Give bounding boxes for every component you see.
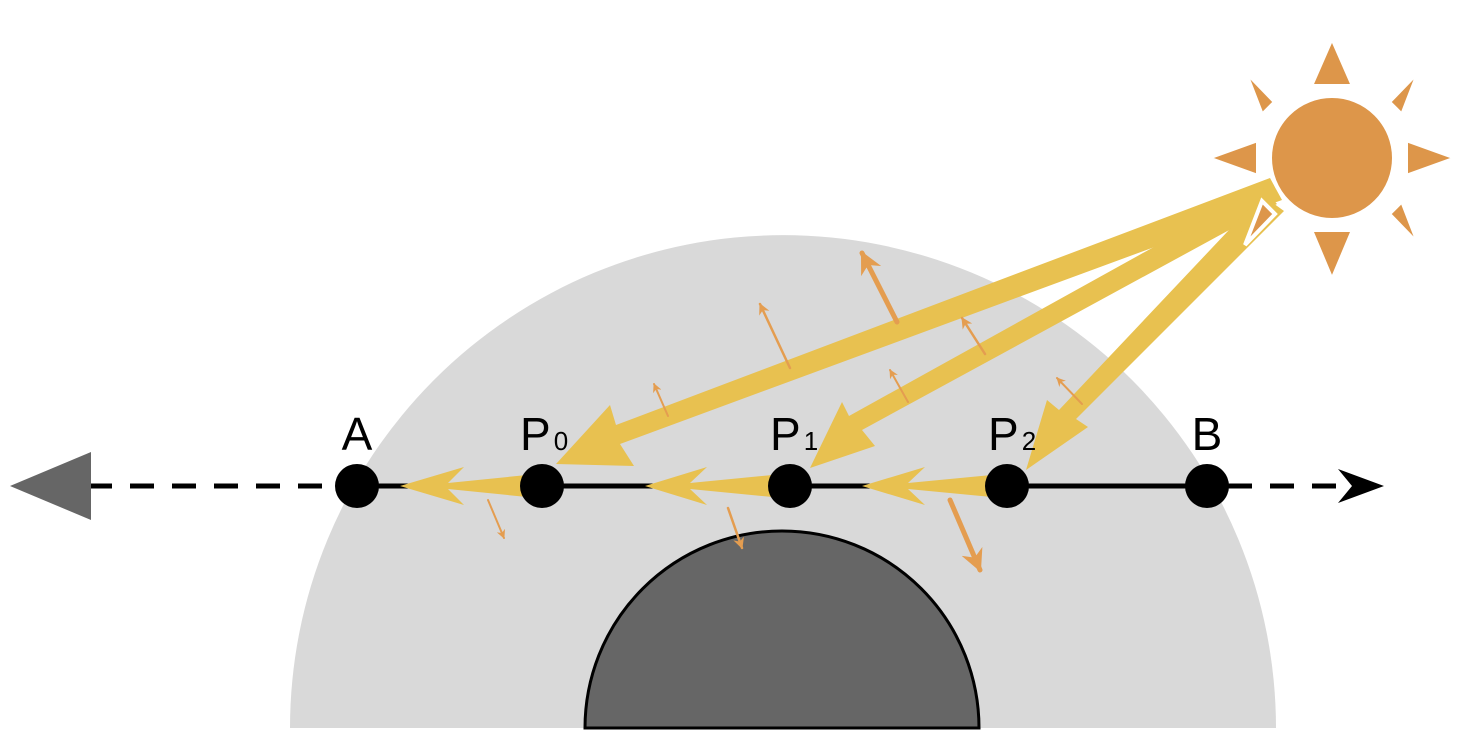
transmitted-light <box>400 467 1002 505</box>
point-a-marker <box>335 464 379 508</box>
point-p0-letter: P <box>520 408 551 460</box>
scatter-arrow <box>960 316 987 356</box>
scattered-light <box>487 250 1083 573</box>
sun-ray-to-p2 <box>1026 195 1284 470</box>
sun-ray-to-p0 <box>556 178 1282 466</box>
scatter-arrow <box>947 497 983 573</box>
sun-spike <box>1243 69 1278 119</box>
sun-spike <box>1307 228 1357 286</box>
point-p2-letter: P <box>988 408 1019 460</box>
sun-disk <box>1268 94 1396 222</box>
light-wedge-p1-p0 <box>645 467 783 505</box>
sun-spike <box>1202 137 1260 179</box>
point-p1-subscript: 1 <box>804 426 818 456</box>
arrowhead-right-icon <box>1338 469 1384 503</box>
planet <box>583 529 981 730</box>
sun-rays <box>556 178 1284 470</box>
scatter-arrow <box>889 369 909 403</box>
sample-points <box>335 464 1229 508</box>
point-p2-marker <box>985 464 1029 508</box>
scatter-arrow <box>859 250 900 325</box>
light-wedge-p0-a <box>400 467 537 505</box>
scatter-arrow <box>1056 377 1083 405</box>
sun-spike <box>1243 197 1278 247</box>
scatter-arrow <box>726 506 744 550</box>
sun-ray-to-p1 <box>810 187 1277 468</box>
scatter-arrow <box>487 499 506 539</box>
point-p1-letter: P <box>770 408 801 460</box>
scatter-arrow <box>758 302 792 370</box>
point-a-label: A <box>342 408 373 460</box>
sun-spike <box>1386 197 1421 247</box>
point-p0-subscript: 0 <box>554 426 568 456</box>
point-p1-marker <box>768 464 812 508</box>
arrowhead-left-icon <box>10 452 91 520</box>
scatter-arrow <box>653 383 669 417</box>
sun-spike <box>1404 137 1462 179</box>
point-p2-subscript: 2 <box>1022 426 1036 456</box>
sun-icon <box>1202 33 1462 286</box>
point-b-label: B <box>1192 408 1223 460</box>
sun-spike <box>1386 69 1421 119</box>
point-p0-marker <box>520 464 564 508</box>
sun-spike <box>1307 33 1357 88</box>
point-b-marker <box>1185 464 1229 508</box>
light-wedge-p2-p1 <box>862 467 1002 505</box>
